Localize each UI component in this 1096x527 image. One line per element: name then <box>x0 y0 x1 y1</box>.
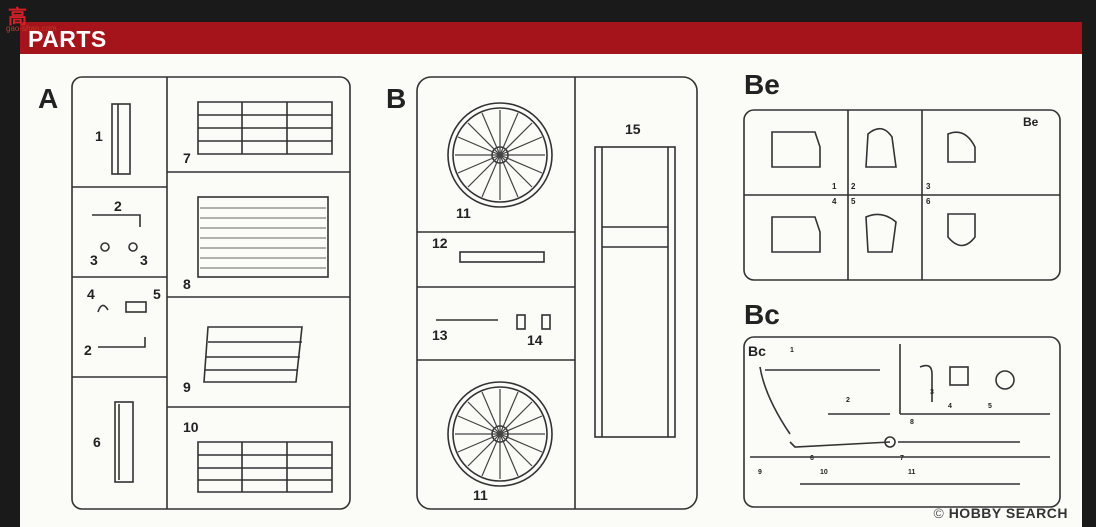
bc-num-7: 7 <box>900 455 904 462</box>
part-label-11b: 11 <box>473 487 488 503</box>
be-num-5: 5 <box>851 197 856 206</box>
be-num-6: 6 <box>926 197 931 206</box>
be-num-3: 3 <box>926 182 931 191</box>
sprue-bc-frame <box>743 336 1061 508</box>
be-num-1: 1 <box>832 182 837 191</box>
parts-banner: PARTS <box>20 22 1082 54</box>
bc-num-8: 8 <box>910 419 914 426</box>
part-label-3a: 3 <box>90 252 98 268</box>
part-label-12: 12 <box>432 235 448 251</box>
site-logo: 高 gao-shan.com <box>0 0 80 36</box>
bc-num-3: 3 <box>930 389 934 396</box>
sprue-diagrams: A 1 2 3 3 4 5 2 6 7 8 9 10 B 11 12 13 14… <box>38 69 1061 510</box>
part-label-14: 14 <box>527 332 543 348</box>
watermark: © HOBBY SEARCH <box>933 505 1068 521</box>
part-label-4: 4 <box>87 286 95 302</box>
part-label-9: 9 <box>183 379 191 395</box>
part-label-11a: 11 <box>456 205 471 221</box>
part-label-2b: 2 <box>84 342 92 358</box>
banner-title: PARTS <box>28 26 107 52</box>
parts-sheet: PARTS <box>20 22 1082 527</box>
bc-num-4: 4 <box>948 403 952 410</box>
sprue-b-frame <box>416 76 698 510</box>
be-num-4: 4 <box>832 197 837 206</box>
logo-glyphs: 高 <box>8 6 28 28</box>
logo-url: gao-shan.com <box>6 24 57 33</box>
bc-num-10: 10 <box>820 469 828 476</box>
part-label-10: 10 <box>183 419 199 435</box>
be-num-2: 2 <box>851 182 856 191</box>
bc-num-2: 2 <box>846 397 850 404</box>
sprue-be-frame <box>743 109 1061 281</box>
sprue-a-labels: A 1 2 3 3 4 5 2 6 7 8 9 10 <box>38 83 199 450</box>
sprue-bc-labels: Bc Bc 1 2 3 4 5 6 7 8 9 10 11 <box>744 299 992 476</box>
sprue-bc-letter: Bc <box>744 299 780 330</box>
bc-num-6: 6 <box>810 455 814 462</box>
bc-num-9: 9 <box>758 469 762 476</box>
sprue-a-frame <box>71 76 351 510</box>
part-label-5: 5 <box>153 286 161 302</box>
sprue-b-letter: B <box>386 83 406 114</box>
part-label-13: 13 <box>432 327 448 343</box>
part-label-2a: 2 <box>114 198 122 214</box>
watermark-text: HOBBY SEARCH <box>948 505 1068 521</box>
part-label-1: 1 <box>95 128 103 144</box>
sprue-bc-tag: Bc <box>748 343 766 359</box>
bc-num-1: 1 <box>790 347 794 354</box>
part-label-7: 7 <box>183 150 191 166</box>
sprue-be-letter: Be <box>744 69 780 100</box>
part-label-8: 8 <box>183 276 191 292</box>
sprue-be-tag: Be <box>1023 115 1039 129</box>
part-label-3b: 3 <box>140 252 148 268</box>
watermark-brand: © <box>933 505 949 521</box>
sprue-b-labels: B 11 12 13 14 15 11 <box>386 83 641 503</box>
part-label-15: 15 <box>625 121 641 137</box>
part-label-6: 6 <box>93 434 101 450</box>
bc-num-11: 11 <box>908 469 916 476</box>
bc-num-5: 5 <box>988 403 992 410</box>
sprue-a-letter: A <box>38 83 58 114</box>
sprue-be-labels: Be Be 1 2 3 4 5 6 <box>744 69 1039 206</box>
